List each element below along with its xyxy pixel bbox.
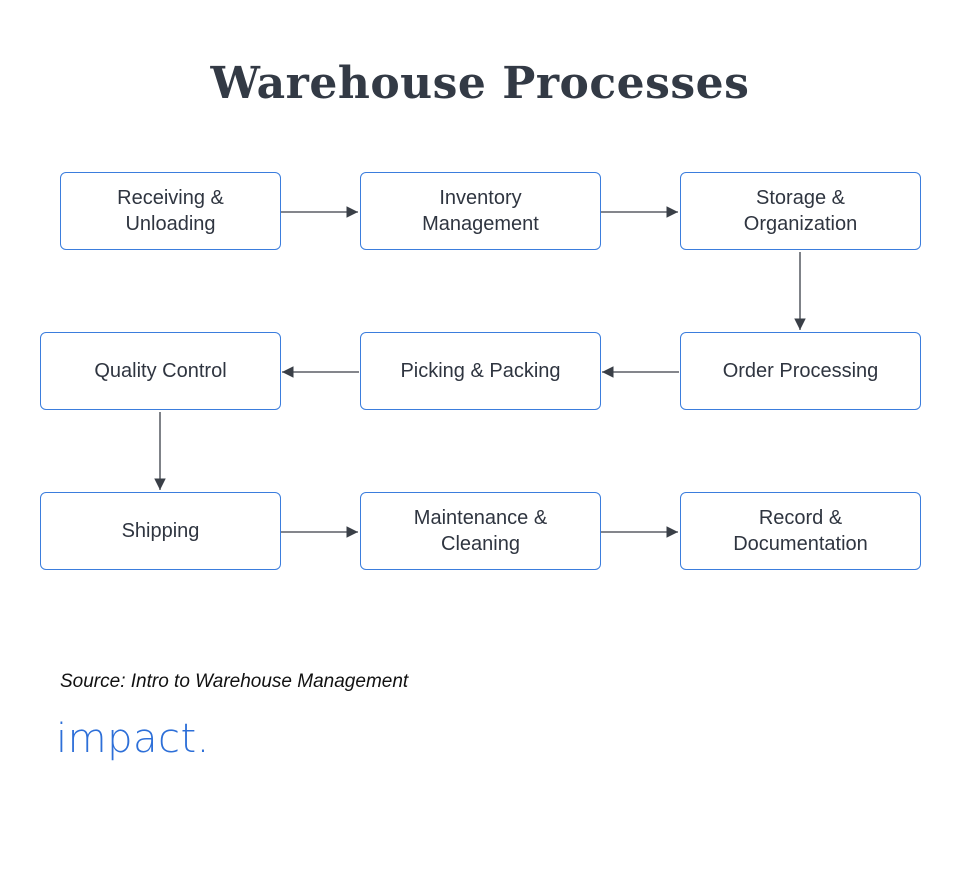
- step-quality-control: Quality Control: [40, 332, 281, 410]
- step-label: Picking & Packing: [400, 360, 561, 382]
- diagram-title: Warehouse Processes: [210, 58, 750, 109]
- step-order-processing: Order Processing: [680, 332, 921, 410]
- step-label: Storage & Organization: [743, 187, 858, 235]
- step-picking-packing: Picking & Packing: [360, 332, 601, 410]
- step-maintenance-cleaning: Maintenance & Cleaning: [360, 492, 601, 570]
- step-label: Record & Documentation: [733, 507, 868, 555]
- step-label: Order Processing: [722, 360, 879, 382]
- step-shipping: Shipping: [40, 492, 281, 570]
- impact-logo: impact.: [56, 716, 210, 762]
- step-label: Maintenance & Cleaning: [413, 507, 548, 555]
- step-label: Shipping: [121, 520, 200, 542]
- step-record-documentation: Record & Documentation: [680, 492, 921, 570]
- step-label: Receiving & Unloading: [117, 187, 224, 235]
- step-label: Inventory Management: [422, 187, 539, 235]
- step-inventory-management: Inventory Management: [360, 172, 601, 250]
- step-storage-organization: Storage & Organization: [680, 172, 921, 250]
- source-note: Source: Intro to Warehouse Management: [60, 671, 409, 692]
- step-label: Quality Control: [94, 360, 227, 382]
- step-receiving-unloading: Receiving & Unloading: [60, 172, 281, 250]
